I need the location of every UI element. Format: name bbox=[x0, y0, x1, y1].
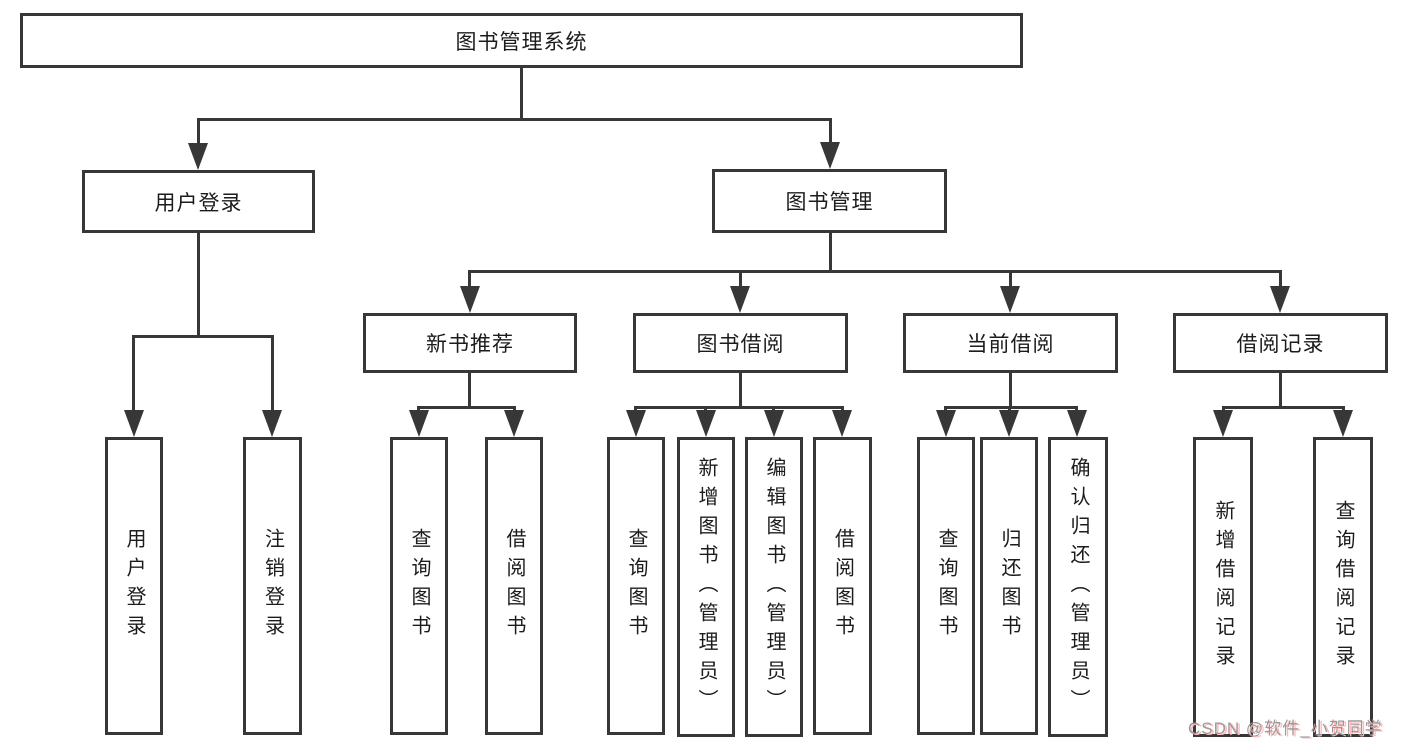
connector-drop-leaf-login bbox=[132, 335, 135, 415]
node-user-login: 用户登录 bbox=[82, 170, 315, 233]
leaf-borrow-books: 借阅图书 bbox=[813, 437, 872, 735]
node-current-borrowing: 当前借阅 bbox=[903, 313, 1118, 373]
arrowhead-user-login bbox=[188, 143, 208, 170]
leaf-label: 查询图书 bbox=[625, 528, 647, 644]
arrowhead-leaf-logout bbox=[262, 410, 282, 437]
arrowhead-leaf-login bbox=[124, 410, 144, 437]
connector-drop-recommend bbox=[468, 270, 471, 290]
leaf-query-borrow-record: 查询借阅记录 bbox=[1313, 437, 1373, 737]
arrowhead-records bbox=[1270, 286, 1290, 313]
arrowhead-borrowing bbox=[730, 286, 750, 313]
arrowhead-e1 bbox=[1213, 410, 1233, 437]
arrowhead-d2 bbox=[999, 410, 1019, 437]
connector-drop-book-mgmt bbox=[829, 118, 832, 146]
connector-root-stem bbox=[520, 68, 523, 118]
arrowhead-c4 bbox=[832, 410, 852, 437]
node-label: 新书推荐 bbox=[426, 333, 514, 356]
arrowhead-d1 bbox=[936, 410, 956, 437]
leaf-query-books-current: 查询图书 bbox=[917, 437, 975, 735]
arrowhead-current bbox=[1000, 286, 1020, 313]
connector-rec-bar bbox=[417, 406, 516, 409]
leaf-label: 归还图书 bbox=[998, 528, 1020, 644]
connector-mgmt-stem bbox=[829, 233, 832, 273]
leaf-confirm-return-admin: 确认归还（管理员） bbox=[1048, 437, 1108, 737]
leaf-query-books-recommend: 查询图书 bbox=[390, 437, 448, 735]
leaf-return-books: 归还图书 bbox=[980, 437, 1038, 735]
node-label: 当前借阅 bbox=[966, 333, 1055, 356]
leaf-label: 新增借阅记录 bbox=[1212, 500, 1234, 674]
leaf-query-books-borrowing: 查询图书 bbox=[607, 437, 665, 735]
connector-records-stem bbox=[1279, 373, 1282, 409]
arrowhead-c2 bbox=[696, 410, 716, 437]
leaf-edit-books-admin: 编辑图书（管理员） bbox=[745, 437, 803, 737]
leaf-user-login: 用户登录 bbox=[105, 437, 163, 735]
connector-drop-current bbox=[1009, 270, 1012, 290]
connector-borrow-bar bbox=[634, 406, 843, 409]
connector-current-bar bbox=[944, 406, 1078, 409]
connector-drop-leaf-logout bbox=[271, 335, 274, 415]
leaf-label: 用户登录 bbox=[123, 528, 145, 644]
leaf-borrow-books-recommend: 借阅图书 bbox=[485, 437, 543, 735]
connector-login-stem bbox=[197, 233, 200, 338]
arrowhead-c1 bbox=[626, 410, 646, 437]
connector-login-bar bbox=[132, 335, 274, 338]
csdn-watermark: CSDN @软件_小贺同学 bbox=[1188, 719, 1383, 738]
connector-borrow-stem bbox=[739, 373, 742, 409]
node-book-borrowing: 图书借阅 bbox=[633, 313, 848, 373]
leaf-add-borrow-record: 新增借阅记录 bbox=[1193, 437, 1253, 737]
arrowhead-b1 bbox=[409, 410, 429, 437]
connector-root-bar bbox=[197, 118, 832, 121]
node-root-library-system: 图书管理系统 bbox=[20, 13, 1023, 68]
leaf-label: 注销登录 bbox=[261, 528, 284, 644]
node-label: 图书管理 bbox=[785, 191, 874, 214]
arrowhead-recommend bbox=[460, 286, 480, 313]
arrowhead-c3 bbox=[764, 410, 784, 437]
leaf-label: 新增图书（管理员） bbox=[695, 456, 717, 718]
node-label: 用户登录 bbox=[154, 191, 243, 215]
leaf-label: 查询借阅记录 bbox=[1332, 500, 1354, 674]
connector-drop-borrowing bbox=[739, 270, 742, 290]
connector-drop-user-login bbox=[197, 118, 200, 146]
connector-rec-stem bbox=[468, 373, 471, 409]
leaf-add-books-admin: 新增图书（管理员） bbox=[677, 437, 735, 737]
connector-drop-records bbox=[1279, 270, 1282, 290]
leaf-label: 编辑图书（管理员） bbox=[763, 456, 785, 718]
connector-records-bar bbox=[1222, 406, 1344, 409]
node-label: 图书管理系统 bbox=[455, 30, 588, 54]
arrowhead-book-mgmt bbox=[820, 142, 840, 169]
node-book-management: 图书管理 bbox=[712, 169, 947, 233]
node-borrowing-records: 借阅记录 bbox=[1173, 313, 1388, 373]
leaf-label: 查询图书 bbox=[408, 528, 430, 644]
leaf-label: 借阅图书 bbox=[831, 528, 854, 644]
leaf-label: 借阅图书 bbox=[503, 528, 525, 644]
node-label: 图书借阅 bbox=[696, 333, 785, 356]
connector-current-stem bbox=[1009, 373, 1012, 409]
node-new-book-recommendation: 新书推荐 bbox=[363, 313, 577, 373]
arrowhead-e2 bbox=[1333, 410, 1353, 437]
arrowhead-b2 bbox=[504, 410, 524, 437]
leaf-logout: 注销登录 bbox=[243, 437, 302, 735]
node-label: 借阅记录 bbox=[1236, 333, 1325, 356]
leaf-label: 确认归还（管理员） bbox=[1067, 456, 1089, 718]
connector-mgmt-bar bbox=[468, 270, 1282, 273]
leaf-label: 查询图书 bbox=[935, 528, 957, 644]
arrowhead-d3 bbox=[1067, 410, 1087, 437]
